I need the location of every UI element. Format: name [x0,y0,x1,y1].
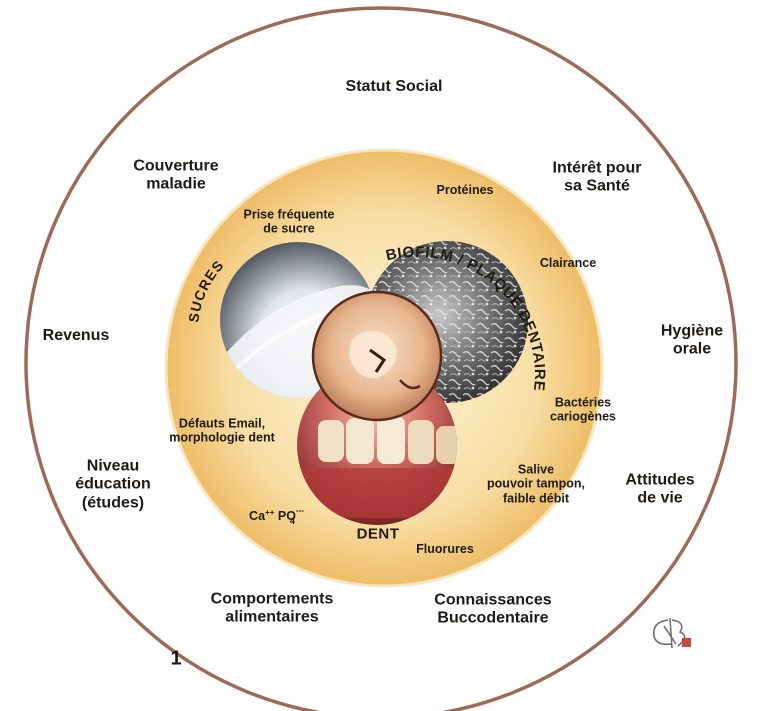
label-fluorures: Fluorures [416,541,474,556]
label-clairance: Clairance [539,255,597,270]
label-defauts-email: Défauts Email,morphologie dent [169,416,275,445]
label-statut-social: Statut Social [345,77,443,95]
signature-monogram-icon [652,617,691,649]
label-ions: Ca++ PO---4 [249,506,304,526]
core-label-dent: DENT [356,525,400,543]
label-revenus: Revenus [42,326,110,344]
label-proteines: Protéines [436,182,494,197]
tooth-closeup [311,290,443,422]
figure-number: 1 [170,647,182,670]
